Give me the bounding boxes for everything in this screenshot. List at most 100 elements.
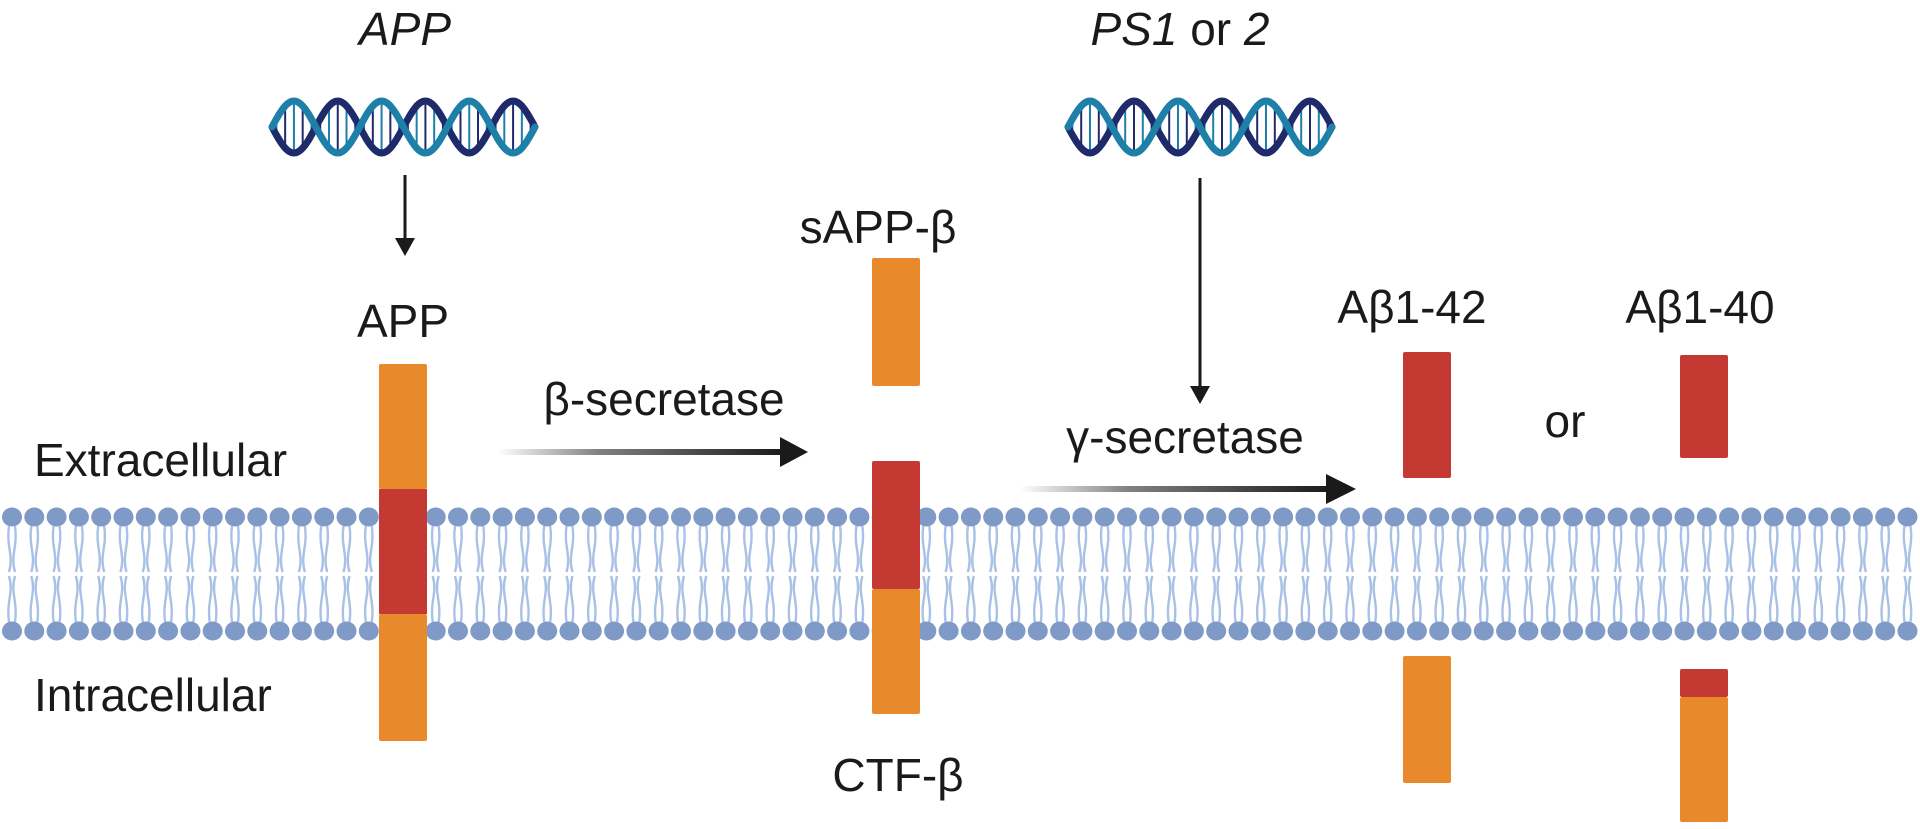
lipid-head: [1518, 621, 1539, 641]
lipid-tails: [252, 525, 263, 623]
lipid-head: [693, 507, 714, 527]
lipid-tails: [1389, 525, 1400, 623]
lipid-tails: [1211, 525, 1222, 623]
ctf-beta-label: CTF-β: [832, 749, 964, 801]
ps-gene-name: PS1: [1090, 3, 1178, 55]
lipid-tails: [1233, 525, 1244, 623]
lipid-head: [849, 507, 870, 527]
lipid-head: [1183, 621, 1204, 641]
lipid-head: [1607, 507, 1628, 527]
lipid-head: [1629, 507, 1650, 527]
lipid-head: [1206, 621, 1227, 641]
lipid-tails: [1434, 525, 1445, 623]
lipid-head: [448, 621, 468, 641]
lipid-tails: [765, 525, 776, 623]
ctf-beta-intracellular: [872, 589, 920, 714]
abeta-42-peptide: [1403, 352, 1451, 478]
lipid-tails: [1545, 525, 1556, 623]
lipid-head: [1005, 621, 1026, 641]
lipid-tails: [854, 525, 865, 623]
lipid-head: [1117, 621, 1137, 641]
lipid-head: [1183, 507, 1204, 527]
app-gene-label: APP: [358, 3, 452, 55]
lipid-tails: [96, 525, 107, 623]
lipid-head: [1228, 507, 1249, 527]
lipid-head: [916, 507, 937, 527]
lipid-tails: [966, 525, 976, 623]
lipid-head: [448, 507, 468, 527]
sapp-beta-fragment: [872, 258, 920, 386]
lipid-head: [1027, 621, 1048, 641]
lipid-tails: [1724, 525, 1734, 623]
gamma-secretase-label: γ-secretase: [1066, 411, 1304, 463]
lipid-tails: [453, 525, 463, 623]
lipid-head: [693, 621, 714, 641]
lipid-head: [581, 621, 602, 641]
lipid-head: [68, 621, 89, 641]
lipid-head: [1585, 507, 1606, 527]
lipid-head: [1362, 621, 1383, 641]
lipid-head: [1674, 507, 1695, 527]
lipid-head: [1473, 621, 1494, 641]
abeta-40-label: Aβ1-40: [1625, 281, 1775, 333]
lipid-head: [46, 621, 67, 641]
app-protein: [379, 364, 427, 741]
lipid-head: [358, 507, 379, 527]
lipid-head: [1897, 507, 1918, 527]
lipid-head: [782, 507, 803, 527]
lipid-tails: [1367, 525, 1378, 623]
lipid-tails: [1456, 525, 1467, 623]
lipid-head: [2, 621, 22, 641]
lipid-tails: [319, 525, 330, 623]
lipid-head: [827, 621, 848, 641]
lipid-head: [1027, 507, 1048, 527]
lipid-tails: [943, 525, 954, 623]
lipid-head: [1094, 507, 1115, 527]
lipid-head: [1652, 621, 1673, 641]
lipid-head: [113, 621, 134, 641]
lipid-head: [804, 507, 825, 527]
lipid-tails: [1189, 525, 1199, 623]
lipid-tails: [809, 525, 820, 623]
lipid-head: [180, 621, 201, 641]
lipid-tails: [720, 525, 731, 623]
lipid-head: [46, 507, 67, 527]
lipid-head: [804, 621, 825, 641]
lipid-head: [225, 621, 245, 641]
lipid-head: [671, 621, 691, 641]
lipid-head: [314, 621, 335, 641]
lipid-head: [1273, 621, 1294, 641]
arrow-app-expression: [395, 175, 415, 256]
lipid-head: [1072, 507, 1093, 527]
lipid-tails: [230, 525, 240, 623]
aicd-40-red-tip: [1680, 669, 1728, 697]
lipid-head: [291, 507, 312, 527]
lipid-head: [202, 621, 223, 641]
lipid-head: [1674, 621, 1695, 641]
lipid-tails: [163, 525, 173, 623]
lipid-tails: [1590, 525, 1601, 623]
lipid-head: [1518, 507, 1539, 527]
lipid-tails: [297, 525, 307, 623]
lipid-head: [470, 621, 491, 641]
lipid-head: [916, 621, 937, 641]
lipid-tails: [475, 525, 486, 623]
lipid-head: [135, 507, 156, 527]
lipid-tails: [1278, 525, 1288, 623]
lipid-tails: [1501, 525, 1511, 623]
lipid-head: [604, 507, 625, 527]
beta-secretase-label: β-secretase: [543, 373, 785, 425]
lipid-tails: [51, 525, 62, 623]
lipid-head: [1050, 507, 1071, 527]
lipid-head: [1451, 507, 1472, 527]
lipid-tails: [1300, 525, 1311, 623]
lipid-head: [1652, 507, 1673, 527]
aicd-40-fragment: [1680, 669, 1728, 822]
lipid-head: [1139, 507, 1160, 527]
lipid-head: [1317, 507, 1338, 527]
lipid-head: [314, 507, 335, 527]
lipid-head: [1852, 621, 1873, 641]
lipid-tails: [1635, 525, 1645, 623]
lipid-tails: [609, 525, 619, 623]
